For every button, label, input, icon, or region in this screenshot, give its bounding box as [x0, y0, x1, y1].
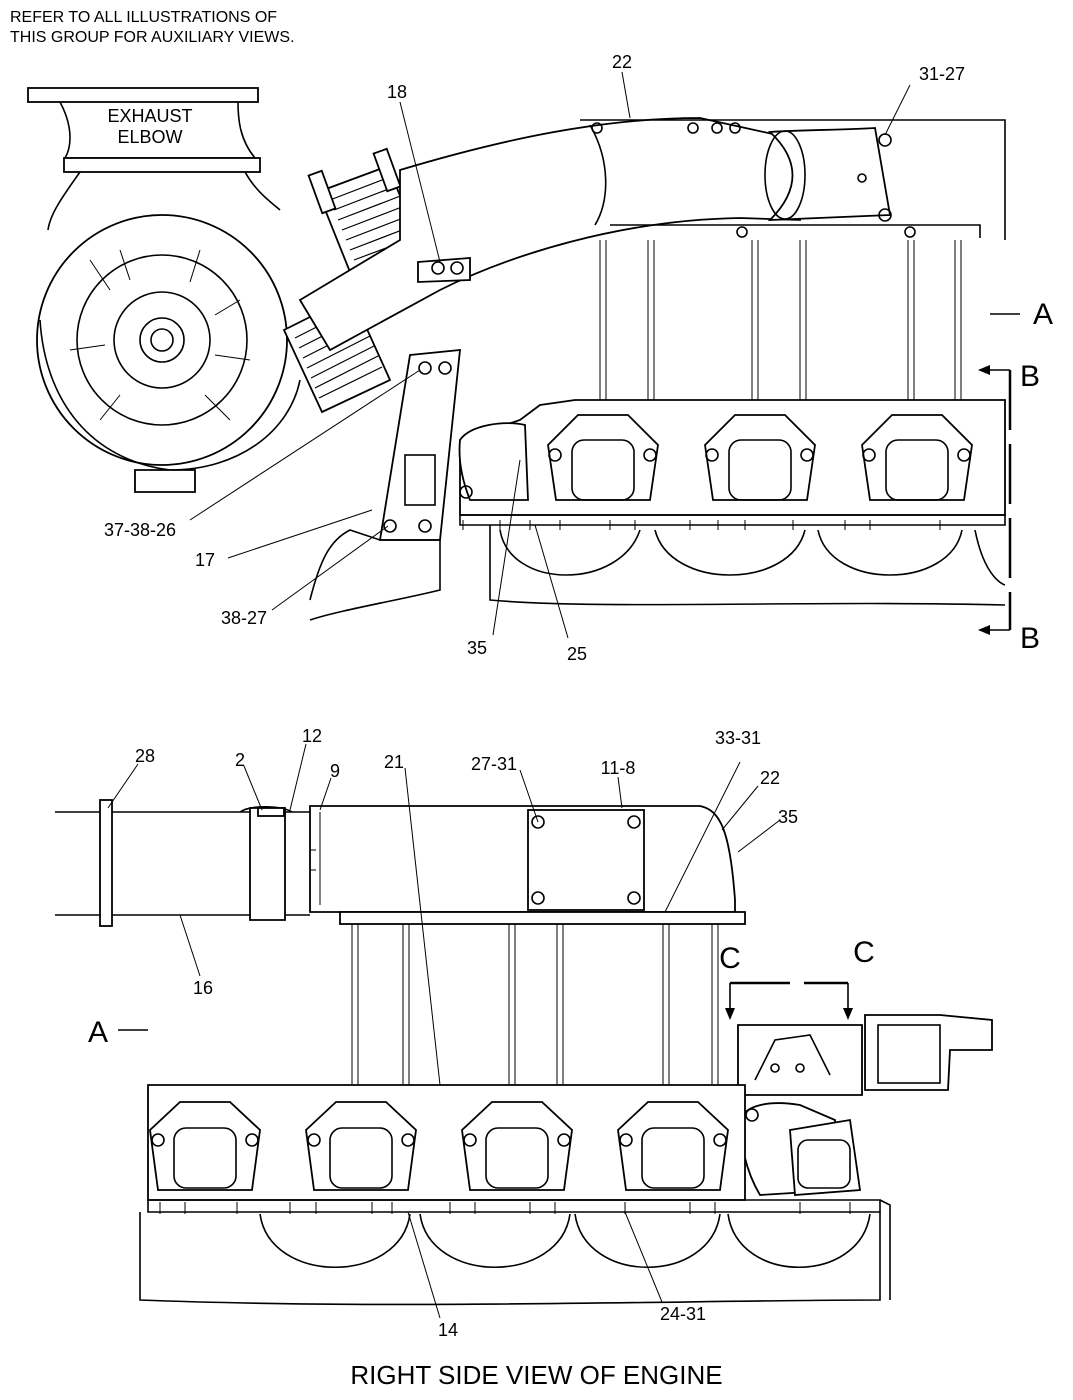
port-2	[704, 414, 816, 501]
exhaust-elbow-label-1: EXHAUST	[107, 106, 192, 126]
port-3	[861, 414, 973, 501]
section-line-c: C C	[719, 936, 875, 1020]
manifold-housing	[309, 805, 746, 925]
callout-14: 14	[438, 1320, 458, 1340]
callout-28: 28	[135, 746, 155, 766]
bottom-view: C C	[55, 726, 993, 1340]
exhaust-elbow-label-2: ELBOW	[117, 127, 182, 147]
reference-note: REFER TO ALL ILLUSTRATIONS OF THIS GROUP…	[10, 8, 295, 48]
callout-38-27: 38-27	[221, 608, 267, 628]
bracket-17	[378, 348, 462, 541]
port-b2	[305, 1101, 417, 1191]
section-mark-b-bottom: B	[1020, 622, 1040, 655]
top-view: EXHAUST ELBOW	[27, 52, 1053, 664]
bracket-18	[417, 257, 471, 283]
section-mark-c-left: C	[719, 942, 741, 975]
callout-18: 18	[387, 82, 407, 102]
port-1	[547, 414, 659, 501]
port-b1	[149, 1101, 261, 1191]
exhaust-pipe-left	[55, 799, 310, 927]
reference-note-line-1: REFER TO ALL ILLUSTRATIONS OF	[10, 9, 278, 26]
callout-35-bottom: 35	[778, 807, 798, 827]
callout-11-8: 11-8	[601, 758, 636, 778]
top-leaders	[189, 71, 911, 639]
callout-33-31: 33-31	[715, 728, 761, 748]
turbocharger	[36, 214, 301, 493]
manifold-top	[309, 399, 1006, 621]
exhaust-pipe	[298, 117, 1006, 352]
reference-note-line-2: THIS GROUP FOR AUXILIARY VIEWS.	[10, 29, 295, 46]
bottom-leaders	[107, 743, 781, 1319]
port-b3	[461, 1101, 573, 1191]
callout-37-38-26: 37-38-26	[104, 520, 176, 540]
section-mark-c-right: C	[853, 936, 875, 969]
callout-17: 17	[195, 550, 215, 570]
support-rods-bottom	[351, 924, 719, 1085]
manifold-bottom	[139, 1084, 891, 1306]
section-mark-a-top: A	[1033, 298, 1053, 331]
callout-2: 2	[235, 750, 245, 770]
diagram-caption: RIGHT SIDE VIEW OF ENGINE	[350, 1360, 723, 1390]
right-side-assembly	[737, 1014, 993, 1196]
callout-27-31: 27-31	[471, 754, 517, 774]
callout-12: 12	[302, 726, 322, 746]
callout-21: 21	[384, 752, 404, 772]
callout-31-27: 31-27	[919, 64, 965, 84]
callout-22-bottom: 22	[760, 768, 780, 788]
support-rods	[599, 240, 962, 400]
callout-16: 16	[193, 978, 213, 998]
section-line-b: B B	[978, 360, 1040, 655]
port-b4	[617, 1101, 729, 1191]
section-mark-a-bottom: A	[88, 1016, 108, 1049]
callout-24-31: 24-31	[660, 1304, 706, 1324]
exhaust-elbow: EXHAUST ELBOW	[27, 87, 281, 231]
section-mark-b-top: B	[1020, 360, 1040, 393]
callout-35-top: 35	[467, 638, 487, 658]
callout-25: 25	[567, 644, 587, 664]
callout-9: 9	[330, 761, 340, 781]
callout-22-top: 22	[612, 52, 632, 72]
